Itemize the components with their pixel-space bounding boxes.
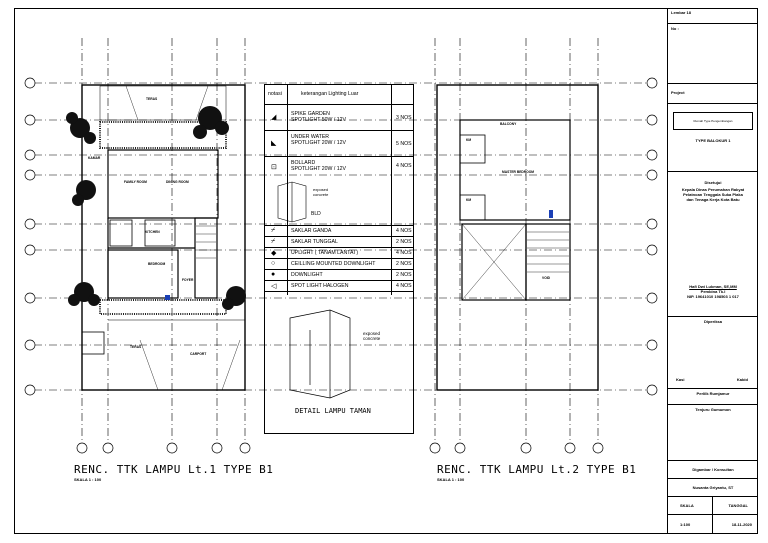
drafter-name: Nusanta Griyantu, ST — [668, 479, 758, 497]
single-switch-icon: ⌿ — [271, 238, 276, 245]
spike-light-icon: ◢ — [271, 114, 277, 121]
detail-illustration — [289, 309, 351, 399]
scale-value: 1:100 — [680, 522, 691, 527]
accent-mark-2 — [549, 210, 553, 218]
legend-row: ◆ UPLIGHT ( TANAM LANTAI ) 4 NOS — [265, 248, 413, 259]
room-label: VOID — [542, 276, 551, 280]
project-label: Project — [668, 84, 758, 104]
legend-row: ○ CEILLING MOUNTED DOWNLIGHT 2 NOS — [265, 259, 413, 270]
official-nip: NIP. 19641010 198503 1 017 — [687, 294, 739, 299]
legend-header-keterangan: keterangan Lighting Luar — [301, 91, 359, 97]
room-label: FAMILY ROOM — [124, 180, 147, 184]
plan2-scale: SKALA 1 : 100 — [437, 477, 465, 482]
detail-note: exposed concrete — [363, 331, 381, 341]
sheet-number: Lembar 18 — [668, 8, 758, 24]
grid-bubbles — [24, 77, 658, 454]
bollard-note: exposed concrete — [313, 187, 329, 197]
legend-row: ● DOWNLIGHT 2 NOS — [265, 270, 413, 281]
approval-label: Disetujui — [704, 180, 722, 185]
plan1-title: RENC. TTK LAMPU Lt.1 TYPE B1 — [74, 463, 274, 476]
date-label: TANGGAL — [728, 503, 748, 508]
drafter-label: Digambar / Konsultan — [668, 461, 758, 479]
bollard-code: BLD — [311, 211, 321, 217]
room-label: TERAS — [146, 97, 158, 101]
double-switch-icon: ⌿ — [271, 227, 276, 234]
room-label: CARPORT — [190, 352, 207, 356]
legend-row: ◁ SPOT LIGHT HALOGEN 4 NOS — [265, 281, 413, 292]
room-label: FOYER — [182, 278, 194, 282]
drawing-sheet — [14, 8, 758, 534]
date-value: 18-11-2020 — [731, 522, 752, 527]
title-block: Lembar 18 No : Project Rumah Type Pengem… — [667, 8, 758, 534]
dept-label: Perlilk Rumjamur — [668, 389, 758, 405]
downlight-icon: ● — [271, 271, 276, 278]
detail-title: DETAIL LAMPU TAMAN — [295, 407, 371, 415]
plan-lt2 — [436, 84, 599, 391]
legend-row: ⊡ BOLLARD SPOTLIGHT 20W / 12V 4 NOS — [271, 160, 412, 172]
room-label: BALCONY — [500, 122, 517, 126]
room-label: DINING ROOM — [166, 180, 189, 184]
legend-row: ⌿ SAKLAR GANDA 4 NOS — [265, 226, 413, 237]
uplight-icon: ◆ — [271, 250, 277, 257]
plan1-scale: SKALA 1 : 100 — [74, 477, 102, 482]
room-label: KM — [466, 198, 472, 202]
legend-row: ◣ UNDER WATER SPOTLIGHT 20W / 12V 5 NOS — [265, 131, 413, 157]
room-label: BEDROOM — [148, 262, 166, 266]
house-type: TYPE BALOKUR 1 — [695, 138, 731, 143]
room-label: TERAS — [130, 345, 142, 349]
kabid-label: Kabid — [736, 377, 748, 382]
legend-row: ⌿ SAKLAR TUNGGAL 2 NOS — [265, 237, 413, 248]
project-box: Rumah Type Pengembangan — [673, 112, 753, 130]
room-label: KM — [466, 138, 472, 142]
plan2-title: RENC. TTK LAMPU Lt.2 TYPE B1 — [437, 463, 637, 476]
room-label: KITCHEN — [145, 230, 160, 234]
kasi-label: Kasi — [676, 377, 685, 382]
accent-mark — [165, 295, 170, 300]
room-label: MASTER BEDROOM — [502, 170, 535, 174]
tree-icons — [66, 106, 246, 310]
official-name: Hafi Dwi Lukman, SE,MM — [689, 284, 737, 289]
legend-row: ◢ SPIKE GARDEN SPOTLIGHT 50W / 12V 3 NOS — [265, 105, 413, 131]
halogen-spot-icon: ◁ — [271, 283, 277, 290]
lighting-legend: notasi keterangan Lighting Luar ◢ SPIKE … — [264, 84, 414, 434]
legend-header-notasi: notasi — [268, 91, 282, 97]
bollard-illustration — [277, 181, 307, 223]
room-label: KAMAR — [88, 156, 101, 160]
ceiling-downlight-icon: ○ — [271, 260, 276, 267]
approval-text: Kepala Dinas Perumahan Rakyat Pelatnoan … — [681, 187, 745, 202]
dept2-label: Tenjuru Gumumon — [668, 405, 758, 461]
no-label: No : — [668, 24, 758, 84]
underwater-light-icon: ◣ — [271, 140, 277, 147]
bollard-icon: ⊡ — [271, 164, 277, 171]
plan-lt1 — [81, 84, 246, 391]
checked-label: Diperiksa — [668, 317, 758, 389]
scale-label: SKALA — [680, 503, 694, 508]
official-rank: Pembina Tk.I — [700, 289, 726, 294]
